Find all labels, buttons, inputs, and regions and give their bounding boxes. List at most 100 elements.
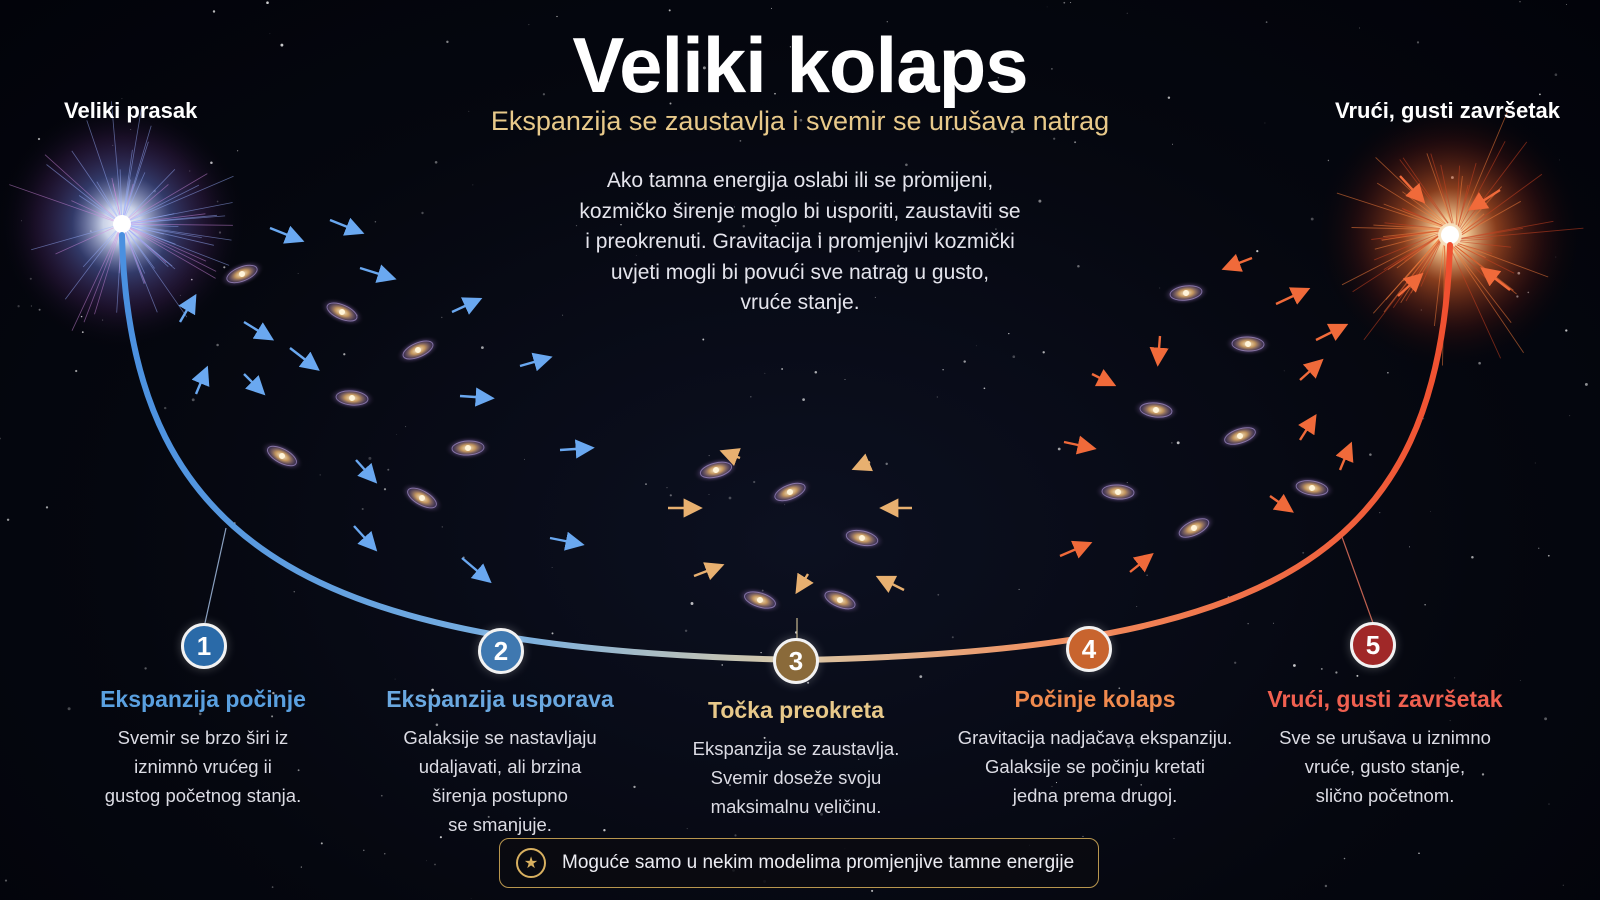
step-desc-line: udaljavati, ali brzina: [418, 756, 582, 777]
star: [421, 211, 424, 215]
star: [635, 242, 638, 245]
star: [702, 338, 705, 341]
star: [1008, 332, 1010, 335]
crunch-ray: [1383, 230, 1439, 238]
galaxy: [1288, 475, 1336, 501]
galaxy-core: [837, 597, 843, 603]
star: [75, 369, 78, 373]
crunch-ray: [1455, 165, 1461, 225]
bang-ray: [121, 184, 169, 225]
page-subtitle: Ekspanzija se zaustavlja i svemir se uru…: [490, 106, 1110, 136]
star: [734, 834, 737, 837]
star: [753, 480, 756, 484]
motion-arrow: [355, 459, 378, 484]
galaxy-arm: [451, 440, 485, 456]
star: [1562, 884, 1564, 886]
galaxy-core: [419, 495, 425, 501]
bang-ray: [44, 154, 123, 225]
galaxy-arm: [402, 340, 434, 360]
crunch-ray: [1433, 245, 1444, 327]
crunch-ray: [1461, 173, 1543, 234]
star: [750, 395, 752, 398]
star: [1302, 551, 1305, 554]
step-desc-line: Gravitacija nadjačava ekspanziju.: [957, 727, 1233, 748]
bang-ray: [121, 223, 216, 279]
motion-arrow: [1299, 358, 1324, 381]
star: [1074, 141, 1077, 144]
page-title: Veliki kolaps: [572, 21, 1028, 109]
bang-ray: [121, 223, 146, 284]
motion-arrow: [329, 217, 365, 236]
big-bang-label: Veliki prasak: [64, 98, 198, 123]
star: [858, 746, 861, 750]
star: [1247, 623, 1249, 625]
star: [1046, 6, 1048, 8]
star: [426, 860, 428, 862]
bang-ray: [119, 169, 123, 225]
bang-ray: [31, 223, 123, 251]
star: [607, 80, 610, 83]
bang-ray: [121, 223, 188, 318]
motion-arrow: [719, 448, 741, 467]
star: [1172, 143, 1173, 145]
star: [280, 43, 284, 47]
galaxy-core: [1153, 407, 1159, 413]
star: [1481, 773, 1485, 776]
star: [1176, 441, 1180, 445]
step-description: Ekspanzija se zaustavlja. Svemir doseže …: [666, 734, 926, 821]
galaxy-arm: [1178, 518, 1210, 538]
bang-ray: [121, 213, 206, 225]
intro-line: vruće stanje.: [740, 291, 860, 314]
star: [975, 345, 977, 347]
crunch-ray: [1384, 222, 1441, 229]
star: [380, 794, 383, 797]
star: [575, 225, 578, 227]
star: [1159, 287, 1161, 289]
star: [1042, 351, 1045, 354]
bang-ray: [121, 202, 233, 225]
star: [396, 434, 398, 435]
star: [802, 398, 805, 401]
star: [300, 866, 302, 868]
star: [1335, 671, 1338, 674]
bang-ray: [94, 223, 123, 315]
star: [1077, 265, 1080, 268]
galaxy-arm: [744, 591, 776, 609]
star: [686, 828, 688, 830]
crunch-ray: [1404, 236, 1439, 262]
step-desc-line: Svemir doseže svoju: [710, 767, 882, 788]
step-title: Ekspanzija počinje: [100, 686, 306, 712]
star: [1146, 574, 1148, 576]
star: [990, 89, 992, 90]
star: [45, 506, 49, 509]
star: [1565, 329, 1568, 332]
motion-arrow: [289, 347, 320, 371]
star: [266, 1, 269, 5]
star: [1430, 511, 1431, 512]
galaxy-arm: [1169, 285, 1203, 301]
star: [1519, 680, 1521, 681]
galaxy-arm: [824, 590, 856, 610]
motion-arrow: [451, 297, 483, 315]
star: [394, 678, 396, 680]
bang-ray: [121, 223, 169, 267]
star: [889, 509, 891, 511]
star: [897, 264, 900, 268]
star: [320, 842, 323, 845]
star: [919, 675, 923, 678]
step-desc-line: se smanjuje.: [448, 814, 552, 835]
star: [121, 98, 123, 100]
galaxy: [1162, 280, 1210, 306]
star: [990, 127, 992, 129]
motion-arrow: [559, 439, 595, 459]
motion-arrow: [353, 525, 378, 552]
galaxy-arm: [774, 482, 806, 502]
star: [997, 76, 1000, 79]
galaxy: [328, 385, 376, 411]
star: [1320, 667, 1323, 670]
motion-arrow: [1467, 188, 1501, 211]
star: [1012, 355, 1016, 359]
galaxy-core: [757, 597, 763, 603]
star: [708, 494, 710, 495]
star: [1055, 782, 1058, 784]
